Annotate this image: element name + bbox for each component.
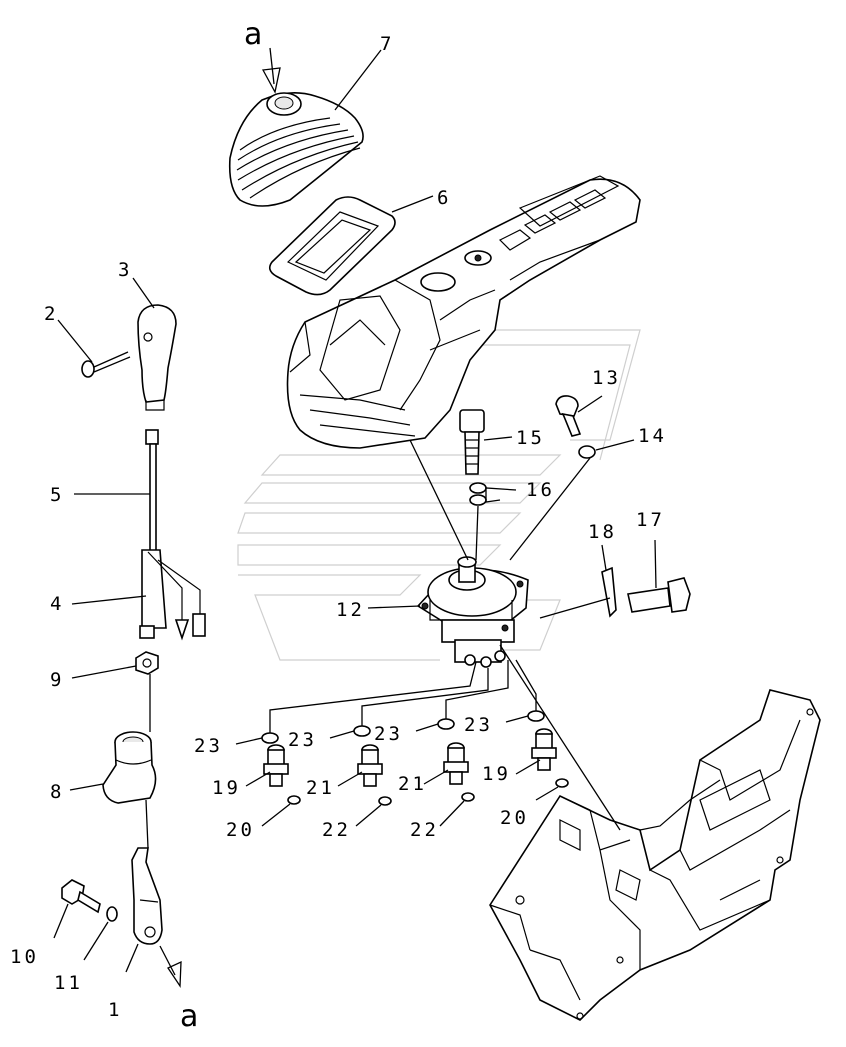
label-12: 12 <box>336 599 365 621</box>
label-21b: 21 <box>398 773 427 795</box>
part-fittings <box>263 728 557 787</box>
label-2: 2 <box>44 303 58 325</box>
background-watermark <box>237 329 641 661</box>
part-bolt-10 <box>61 879 101 914</box>
label-a-bottom: a <box>180 999 198 1034</box>
part-bolt-13 <box>555 395 582 437</box>
label-a-top: a <box>244 17 262 52</box>
label-20a: 20 <box>226 819 255 841</box>
part-lever-shaft <box>139 429 206 641</box>
label-22b: 22 <box>410 819 439 841</box>
part-washer-14 <box>578 445 596 459</box>
label-23b: 23 <box>288 729 317 751</box>
label-20b: 20 <box>500 807 529 829</box>
label-11: 11 <box>54 972 83 994</box>
label-14: 14 <box>638 425 667 447</box>
label-3: 3 <box>118 259 132 281</box>
label-1: 1 <box>108 999 122 1021</box>
label-9: 9 <box>50 669 64 691</box>
label-23a: 23 <box>194 735 223 757</box>
part-knob <box>137 304 177 411</box>
part-lever-arm <box>131 847 163 945</box>
label-13: 13 <box>592 367 621 389</box>
label-8: 8 <box>50 781 64 803</box>
label-19b: 19 <box>482 763 511 785</box>
label-23d: 23 <box>464 714 493 736</box>
part-holder <box>102 731 157 804</box>
label-21a: 21 <box>306 777 335 799</box>
part-pin-18 <box>601 566 617 618</box>
part-nut <box>135 651 159 675</box>
label-15: 15 <box>516 427 545 449</box>
part-console <box>286 175 641 449</box>
label-7: 7 <box>380 33 394 55</box>
part-bracket <box>489 689 821 1021</box>
part-bolt-15 <box>459 409 485 475</box>
part-bolt-17 <box>627 577 691 613</box>
part-boot <box>228 92 364 207</box>
part-orings-23 <box>261 710 545 744</box>
label-18: 18 <box>588 521 617 543</box>
label-10: 10 <box>10 946 39 968</box>
part-washer-11 <box>106 906 118 922</box>
label-17: 17 <box>636 509 665 531</box>
label-5: 5 <box>50 484 64 506</box>
part-pilot-valve <box>416 556 529 668</box>
part-orings-20-22 <box>287 778 569 806</box>
leader-lines <box>53 47 657 989</box>
label-23c: 23 <box>374 723 403 745</box>
part-screw <box>81 351 131 378</box>
label-16: 16 <box>526 479 555 501</box>
label-19a: 19 <box>212 777 241 799</box>
label-4: 4 <box>50 593 64 615</box>
callout-labels: a a 7 6 3 2 5 4 9 8 10 11 1 12 13 14 15 … <box>10 17 667 1034</box>
label-6: 6 <box>437 187 451 209</box>
label-22a: 22 <box>322 819 351 841</box>
part-orings-16 <box>469 482 487 506</box>
part-gasket <box>268 196 396 296</box>
